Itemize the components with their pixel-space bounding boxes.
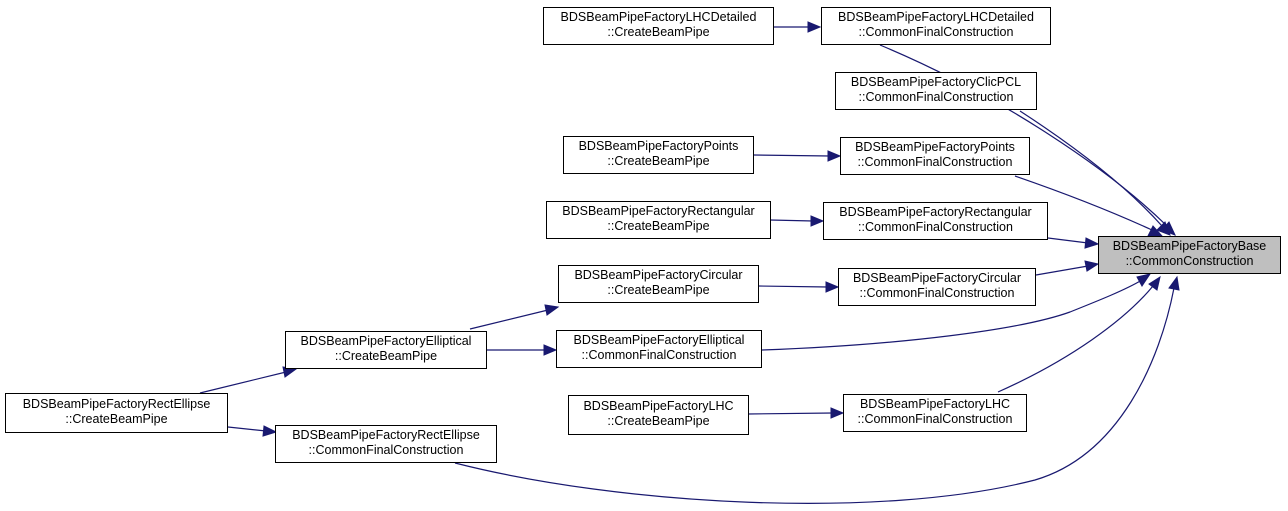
node-label-line2: ::CommonFinalConstruction: [858, 155, 1013, 169]
edge-ell-create-to-ell-common: [487, 344, 558, 356]
node-label-line2: ::CreateBeamPipe: [607, 414, 709, 428]
node-label-line2: ::CreateBeamPipe: [607, 25, 709, 39]
node-label-line2: ::CommonConstruction: [1126, 254, 1254, 268]
edge-rect-common-to-base: [1047, 237, 1100, 249]
node-label-line1: BDSBeamPipeFactoryCircular: [853, 271, 1021, 285]
node-label-line1: BDSBeamPipeFactoryPoints: [855, 140, 1015, 154]
node-label-line1: BDSBeamPipeFactoryElliptical: [574, 333, 745, 347]
node-label-line2: ::CommonFinalConstruction: [858, 412, 1013, 426]
node-lhcdetailed-createbeampipe[interactable]: BDSBeamPipeFactoryLHCDetailed ::CreateBe…: [543, 7, 774, 45]
node-label-line1: BDSBeamPipeFactoryRectEllipse: [23, 397, 211, 411]
node-label-line1: BDSBeamPipeFactoryCircular: [574, 268, 742, 282]
node-lhc-commonfinalconstruction[interactable]: BDSBeamPipeFactoryLHC ::CommonFinalConst…: [843, 394, 1027, 432]
edge-recell-create-to-ell-create: [199, 366, 298, 394]
edge-lhc-common-to-base: [997, 275, 1161, 393]
node-label-line2: ::CreateBeamPipe: [607, 219, 709, 233]
edge-points-create-to-points-common: [753, 150, 842, 162]
node-label-line1: BDSBeamPipeFactoryBase: [1113, 239, 1267, 253]
node-label-line1: BDSBeamPipeFactoryElliptical: [301, 334, 472, 348]
node-label-line1: BDSBeamPipeFactoryRectEllipse: [292, 428, 480, 442]
node-circular-createbeampipe[interactable]: BDSBeamPipeFactoryCircular ::CreateBeamP…: [558, 265, 759, 303]
node-elliptical-createbeampipe[interactable]: BDSBeamPipeFactoryElliptical ::CreateBea…: [285, 331, 487, 369]
edge-ell-common-to-base: [761, 273, 1152, 351]
node-label-line2: ::CreateBeamPipe: [607, 283, 709, 297]
node-points-commonfinalconstruction[interactable]: BDSBeamPipeFactoryPoints ::CommonFinalCo…: [840, 137, 1030, 175]
node-circular-commonfinalconstruction[interactable]: BDSBeamPipeFactoryCircular ::CommonFinal…: [838, 268, 1036, 306]
edge-lhc-create-to-lhc-common: [747, 407, 845, 419]
node-label-line2: ::CommonFinalConstruction: [309, 443, 464, 457]
edge-lhcd-create-to-lhcd-common: [773, 21, 822, 33]
node-label-line1: BDSBeamPipeFactoryRectangular: [562, 204, 754, 218]
node-label-line1: BDSBeamPipeFactoryPoints: [579, 139, 739, 153]
node-label-line1: BDSBeamPipeFactoryClicPCL: [851, 75, 1021, 89]
node-label-line2: ::CommonFinalConstruction: [859, 90, 1014, 104]
node-rectellipse-commonfinalconstruction[interactable]: BDSBeamPipeFactoryRectEllipse ::CommonFi…: [275, 425, 497, 463]
edge-recell-create-to-recell-common: [227, 425, 278, 437]
node-lhc-createbeampipe[interactable]: BDSBeamPipeFactoryLHC ::CreateBeamPipe: [568, 395, 749, 435]
node-clicpcl-commonfinalconstruction[interactable]: BDSBeamPipeFactoryClicPCL ::CommonFinalC…: [835, 72, 1037, 110]
edge-circ-common-to-base: [1035, 260, 1100, 276]
node-lhcdetailed-commonfinalconstruction[interactable]: BDSBeamPipeFactoryLHCDetailed ::CommonFi…: [821, 7, 1051, 45]
node-base-commonconstruction[interactable]: BDSBeamPipeFactoryBase ::CommonConstruct…: [1098, 236, 1281, 274]
node-label-line2: ::CommonFinalConstruction: [859, 25, 1014, 39]
node-label-line1: BDSBeamPipeFactoryLHC: [583, 399, 733, 413]
edge-rect-create-to-rect-common: [769, 215, 825, 227]
node-label-line1: BDSBeamPipeFactoryLHCDetailed: [838, 10, 1034, 24]
node-rectangular-createbeampipe[interactable]: BDSBeamPipeFactoryRectangular ::CreateBe…: [546, 201, 771, 239]
edge-recell-common-to-base: [454, 275, 1180, 504]
node-label-line2: ::CreateBeamPipe: [335, 349, 437, 363]
node-rectangular-commonfinalconstruction[interactable]: BDSBeamPipeFactoryRectangular ::CommonFi…: [823, 202, 1048, 240]
node-label-line2: ::CommonFinalConstruction: [860, 286, 1015, 300]
node-label-line1: BDSBeamPipeFactoryLHCDetailed: [561, 10, 757, 24]
node-label-line2: ::CommonFinalConstruction: [582, 348, 737, 362]
node-label-line2: ::CreateBeamPipe: [607, 154, 709, 168]
node-label-line2: ::CreateBeamPipe: [65, 412, 167, 426]
node-label-line1: BDSBeamPipeFactoryLHC: [860, 397, 1010, 411]
node-label-line1: BDSBeamPipeFactoryRectangular: [839, 205, 1031, 219]
node-elliptical-commonfinalconstruction[interactable]: BDSBeamPipeFactoryElliptical ::CommonFin…: [556, 330, 762, 368]
node-points-createbeampipe[interactable]: BDSBeamPipeFactoryPoints ::CreateBeamPip…: [563, 136, 754, 174]
edge-circ-create-to-circ-common: [757, 281, 840, 293]
node-rectellipse-createbeampipe[interactable]: BDSBeamPipeFactoryRectEllipse ::CreateBe…: [5, 393, 228, 433]
edge-clic-common-to-base: [1019, 110, 1171, 236]
node-label-line2: ::CommonFinalConstruction: [858, 220, 1013, 234]
edge-ell-create-to-circ-create: [469, 304, 560, 330]
